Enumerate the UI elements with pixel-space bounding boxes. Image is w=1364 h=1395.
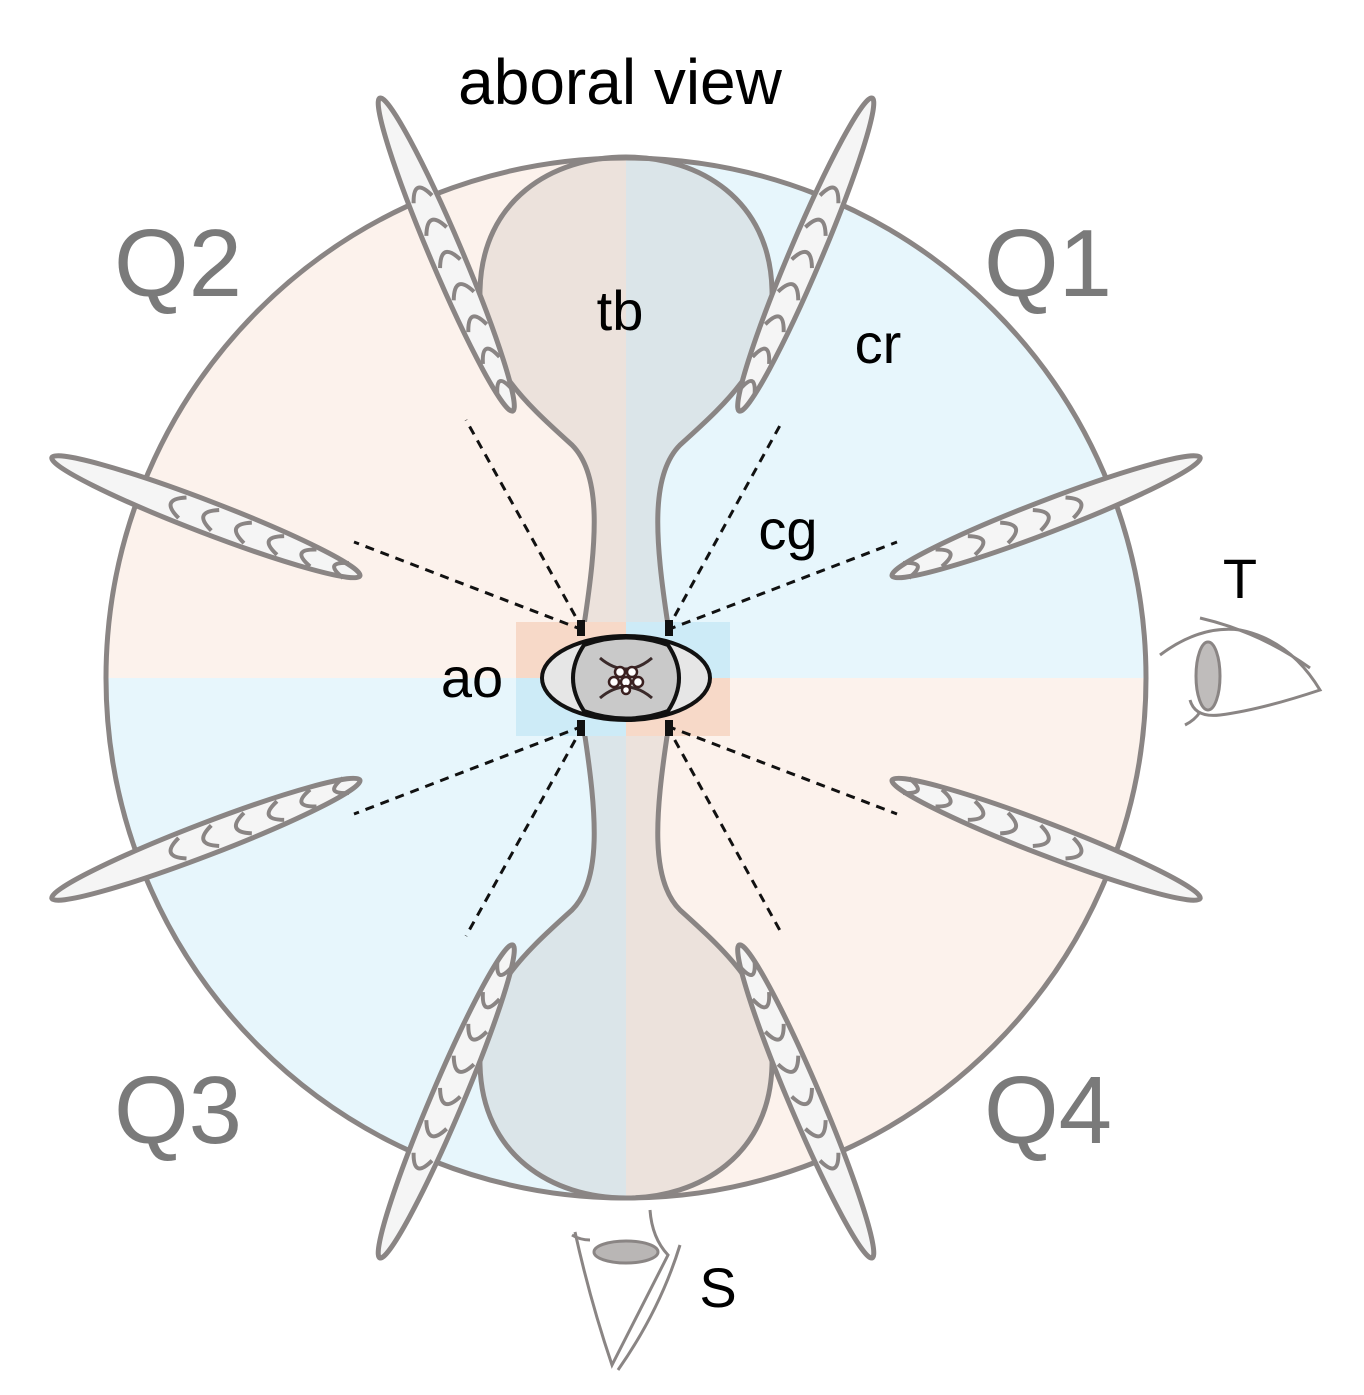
comb-row [889,453,1203,581]
quadrant-label-q2: Q2 [114,210,242,317]
diagram-title: aboral view [458,46,783,118]
quadrant-label-q3: Q3 [114,1057,242,1164]
label-tentacular-plane: T [1223,547,1257,610]
comb-row [735,95,877,414]
comb-rows [49,95,1203,1261]
aboral-organ [540,634,712,722]
eye-icon [571,1209,682,1371]
comb-row [889,775,1203,903]
quadrant-label-q4: Q4 [984,1057,1112,1164]
label-aboral-organ: ao [441,646,503,709]
comb-row [375,95,517,414]
eye-icon [1159,616,1323,727]
label-comb-row: cr [855,312,902,375]
label-sagittal-plane: S [699,1256,736,1319]
label-tentacle-bulb: tb [597,279,644,342]
comb-row [49,453,363,581]
label-ciliated-groove: cg [758,498,817,561]
comb-row [49,775,363,903]
statolith [607,665,645,696]
quadrant-label-q1: Q1 [984,210,1112,317]
ciliated-grooves [353,419,898,937]
comb-row [735,942,877,1261]
comb-row [375,942,517,1261]
